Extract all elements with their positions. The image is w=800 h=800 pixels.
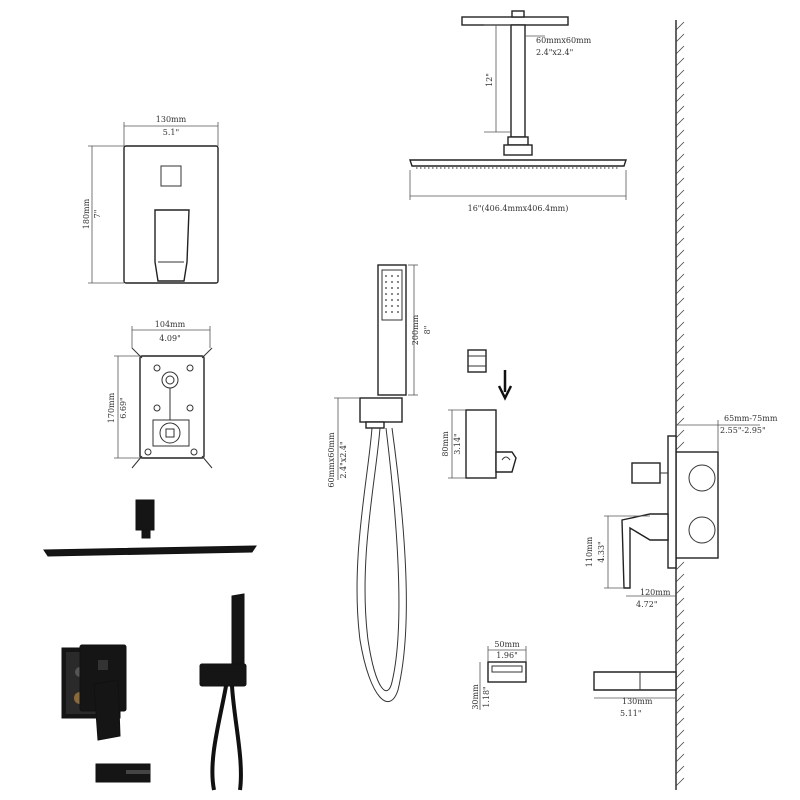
side-depth-in: 2.55"-2.95" (720, 426, 766, 435)
elbow-in: 2.4"x2.4" (339, 441, 348, 478)
holder-height-in: 3.14" (453, 433, 462, 455)
rough-in-valve-drawing: 104mm 4.09" 170mm 6.69" (107, 320, 213, 469)
hand-shower-render (231, 593, 245, 669)
spout-length-in: 5.11" (620, 709, 642, 718)
product-spout (95, 763, 151, 783)
side-handle-mm: 110mm (585, 536, 594, 567)
holder-drawing: 80mm 3.14" (441, 349, 517, 479)
mixer-width-in: 5.1" (163, 128, 179, 137)
valve-housing (139, 355, 205, 459)
side-handle-in: 4.33" (597, 541, 606, 563)
valve-cartridge (152, 419, 190, 447)
wall-holder (465, 409, 497, 479)
ceiling-arm (510, 24, 526, 138)
side-diverter (631, 462, 661, 484)
spout-length-mm: 130mm (622, 697, 653, 706)
hand-shower-body (377, 264, 407, 396)
rain-head-outline (409, 159, 627, 167)
arrow-down-icon (497, 370, 513, 401)
hand-shower-length-in: 8" (423, 326, 432, 335)
hand-shower-length-mm: 200mm (411, 314, 420, 345)
holder-cradle (495, 451, 517, 473)
rain-head-arm-render (135, 499, 155, 531)
side-valve-body (675, 451, 719, 559)
arm-length-in: 12" (485, 73, 494, 87)
spout-render (95, 763, 151, 783)
spout-width-in: 1.96" (496, 651, 518, 660)
hose-connector (467, 349, 487, 373)
rain-head-size: 16"(406.4mmx406.4mm) (468, 204, 569, 213)
valve-height-mm: 170mm (107, 392, 116, 423)
spout-height-in: 1.18" (482, 686, 491, 708)
ceiling-shower-drawing: 60mmx60mm 2.4"x2.4" 12" 16"(406.4mmx406.… (409, 10, 627, 213)
ceiling-flange (461, 16, 569, 26)
hose (356, 427, 407, 702)
spout-width-mm: 50mm (494, 640, 520, 649)
side-depth-mm: 65mm-75mm (724, 414, 778, 423)
valve-width-mm: 104mm (155, 320, 186, 329)
spout-side (593, 671, 677, 691)
valve-width-in: 4.09" (159, 334, 181, 343)
wall-elbow (359, 397, 403, 423)
mixer-handle-render (93, 679, 121, 741)
spout-drawings: 50mm 1.96" 30mm 1.18" 130mm 5.11" (471, 640, 677, 718)
side-handle (621, 513, 669, 589)
side-reach-mm: 120mm (640, 588, 671, 597)
mixer-height-mm: 180mm (82, 198, 91, 229)
mixer-width-mm: 130mm (156, 115, 187, 124)
spout-height-mm: 30mm (471, 684, 480, 710)
mixer-plate-drawing: 130mm 5.1" 180mm 7" (82, 115, 219, 284)
mixer-handle (154, 209, 190, 282)
wall-section (675, 20, 685, 790)
hand-shower-drawing: 200mm 8" 60mmx60mm 2.4"x2.4" (327, 264, 432, 702)
product-hand-shower (199, 593, 247, 791)
holder-height-mm: 80mm (441, 431, 450, 457)
valve-height-in: 6.69" (119, 397, 128, 419)
side-view-drawing: 65mm-75mm 2.55"-2.95" 110mm 4.33" 120mm … (585, 414, 778, 609)
mixer-plate-diverter (160, 165, 182, 187)
product-rain-head (43, 499, 257, 557)
hose-render (210, 685, 228, 791)
rain-head-render (43, 545, 257, 557)
product-mixer (61, 644, 127, 741)
side-reach-in: 4.72" (636, 600, 658, 609)
side-plate (667, 435, 677, 569)
arm-flange-mm: 60mmx60mm (536, 36, 592, 45)
arm-flange-in: 2.4"x2.4" (536, 48, 573, 57)
elbow-render (199, 663, 247, 687)
mixer-height-in: 7" (93, 210, 102, 219)
elbow-mm: 60mmx60mm (327, 432, 336, 488)
